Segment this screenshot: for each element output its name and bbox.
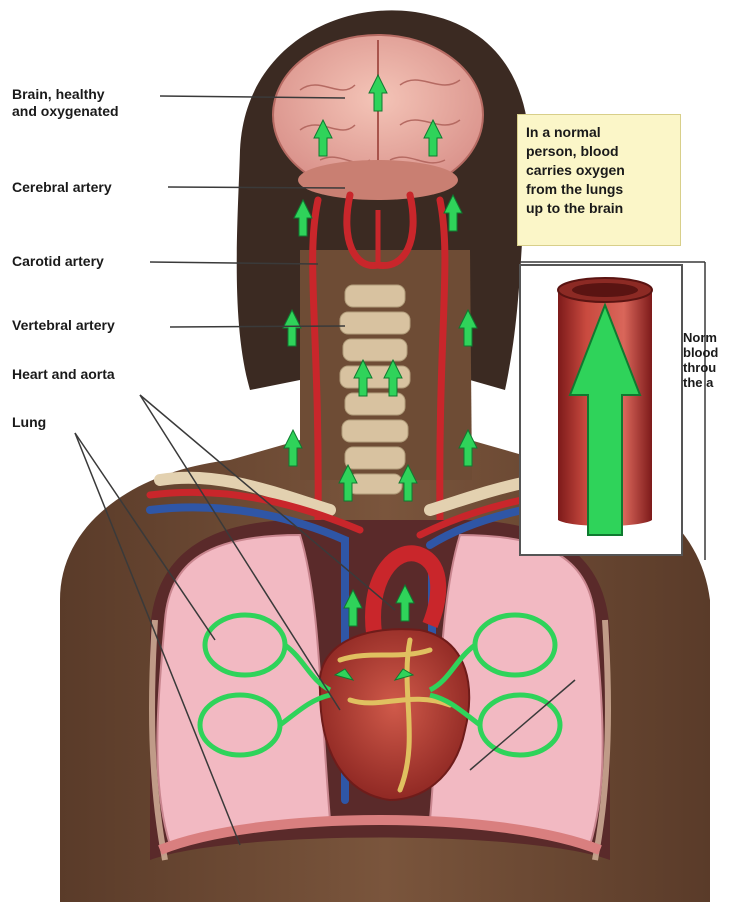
callout-line3: carries oxygen [526,161,672,180]
callout-line4: from the lungs [526,180,672,199]
lung-label: Lung [12,414,46,431]
callout-line1: In a normal [526,123,672,142]
normal-person-callout: In a normal person, blood carries oxygen… [517,114,681,246]
inset-caption-line3: throu [683,360,730,375]
heart-aorta-label: Heart and aorta [12,366,115,383]
lung-left [157,535,330,845]
brain-label-line1: Brain, healthy [12,86,119,103]
callout-line2: person, blood [526,142,672,161]
inset-caption-line1: Norm [683,330,730,345]
callout-line5: up to the brain [526,199,672,218]
cerebral-artery-label: Cerebral artery [12,179,112,196]
brain-label: Brain, healthy and oxygenated [12,86,119,120]
inset-caption: Norm blood throu the a [683,330,730,390]
vertebral-artery-label: Vertebral artery [12,317,115,334]
inset-caption-line2: blood [683,345,730,360]
inset-caption-line4: the a [683,375,730,390]
brain-label-line2: and oxygenated [12,103,119,120]
carotid-artery-label: Carotid artery [12,253,104,270]
